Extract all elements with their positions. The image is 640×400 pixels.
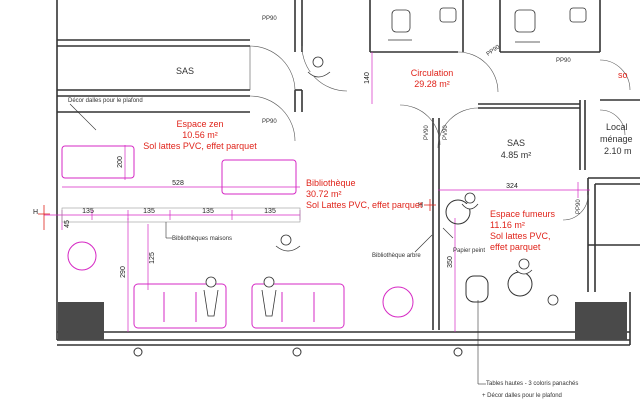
- room-sas-mid-area: 4.85 m²: [501, 150, 532, 160]
- note-shelves: Bibliothèques maisons: [172, 236, 232, 242]
- h-marker-label-2: H: [418, 202, 423, 209]
- door-tag: PP90: [556, 58, 571, 64]
- dimension-lines: [44, 52, 590, 332]
- zone-zen-name: Espace zen: [176, 119, 223, 129]
- dim-135: 135: [143, 208, 155, 215]
- pillar-right: [575, 302, 627, 340]
- room-local-sub: ménage: [600, 134, 633, 144]
- dim-45: 45: [64, 220, 71, 228]
- dim-140: 140: [364, 72, 371, 84]
- room-far-right-label: so: [618, 70, 628, 80]
- furniture: [61, 145, 533, 329]
- zone-zen-area: 10.56 m²: [182, 130, 218, 140]
- facade-mullions: [133, 347, 463, 357]
- h-marker-label: H: [33, 209, 38, 216]
- door-tag: PP90: [262, 119, 277, 125]
- walls: [56, 0, 640, 346]
- dim-528: 528: [172, 180, 184, 187]
- room-local-area: 2.10 m: [604, 146, 632, 156]
- dim-125: 125: [149, 252, 156, 264]
- dim-135: 135: [264, 208, 276, 215]
- note-tree-shelf: Bibliothèque arbre: [372, 253, 421, 259]
- room-local-name: Local: [606, 122, 628, 132]
- door-tag: PP90: [262, 16, 277, 22]
- note-wallpaper: Papier peint: [453, 248, 485, 254]
- door-tag: PP90: [576, 199, 582, 214]
- people-figures: [203, 56, 559, 317]
- note-tables-1: Tables hautes - 3 coloris panachés: [486, 381, 578, 387]
- note-ceiling-top: Décor dalles pour le plafond: [68, 98, 143, 104]
- dim-200: 200: [117, 156, 124, 168]
- room-circulation-area: 29.28 m²: [414, 79, 450, 89]
- door-swings: [249, 45, 631, 221]
- room-sas-mid-name: SAS: [507, 138, 525, 148]
- dim-324: 324: [506, 183, 518, 190]
- zone-biblio-name: Bibliothèque: [306, 178, 356, 188]
- dim-350: 350: [447, 256, 454, 268]
- note-tables-2: + Décor dalles pour le plafond: [482, 393, 562, 399]
- zone-biblio-area: 30.72 m²: [306, 189, 342, 199]
- zone-fumeurs-floor-1: Sol lattes PVC,: [490, 231, 551, 241]
- zone-biblio-floor: Sol Lattes PVC, effet parquet: [306, 200, 423, 210]
- room-sas-top: SAS: [176, 66, 194, 76]
- zone-zen-floor: Sol lattes PVC, effet parquet: [143, 141, 257, 151]
- door-tag: PV90: [443, 125, 449, 140]
- room-circulation-name: Circulation: [411, 68, 454, 78]
- zone-fumeurs-name: Espace fumeurs: [490, 209, 556, 219]
- dim-290: 290: [120, 266, 127, 278]
- door-tag: PV90: [424, 125, 430, 140]
- dim-135: 135: [82, 208, 94, 215]
- height-marker: H H: [33, 199, 436, 230]
- toilet-fixtures: [388, 7, 587, 43]
- dim-135: 135: [202, 208, 214, 215]
- pillar-left: [58, 302, 104, 340]
- zone-fumeurs-area: 11.16 m²: [490, 220, 525, 230]
- zone-fumeurs-floor-2: effet parquet: [490, 242, 541, 252]
